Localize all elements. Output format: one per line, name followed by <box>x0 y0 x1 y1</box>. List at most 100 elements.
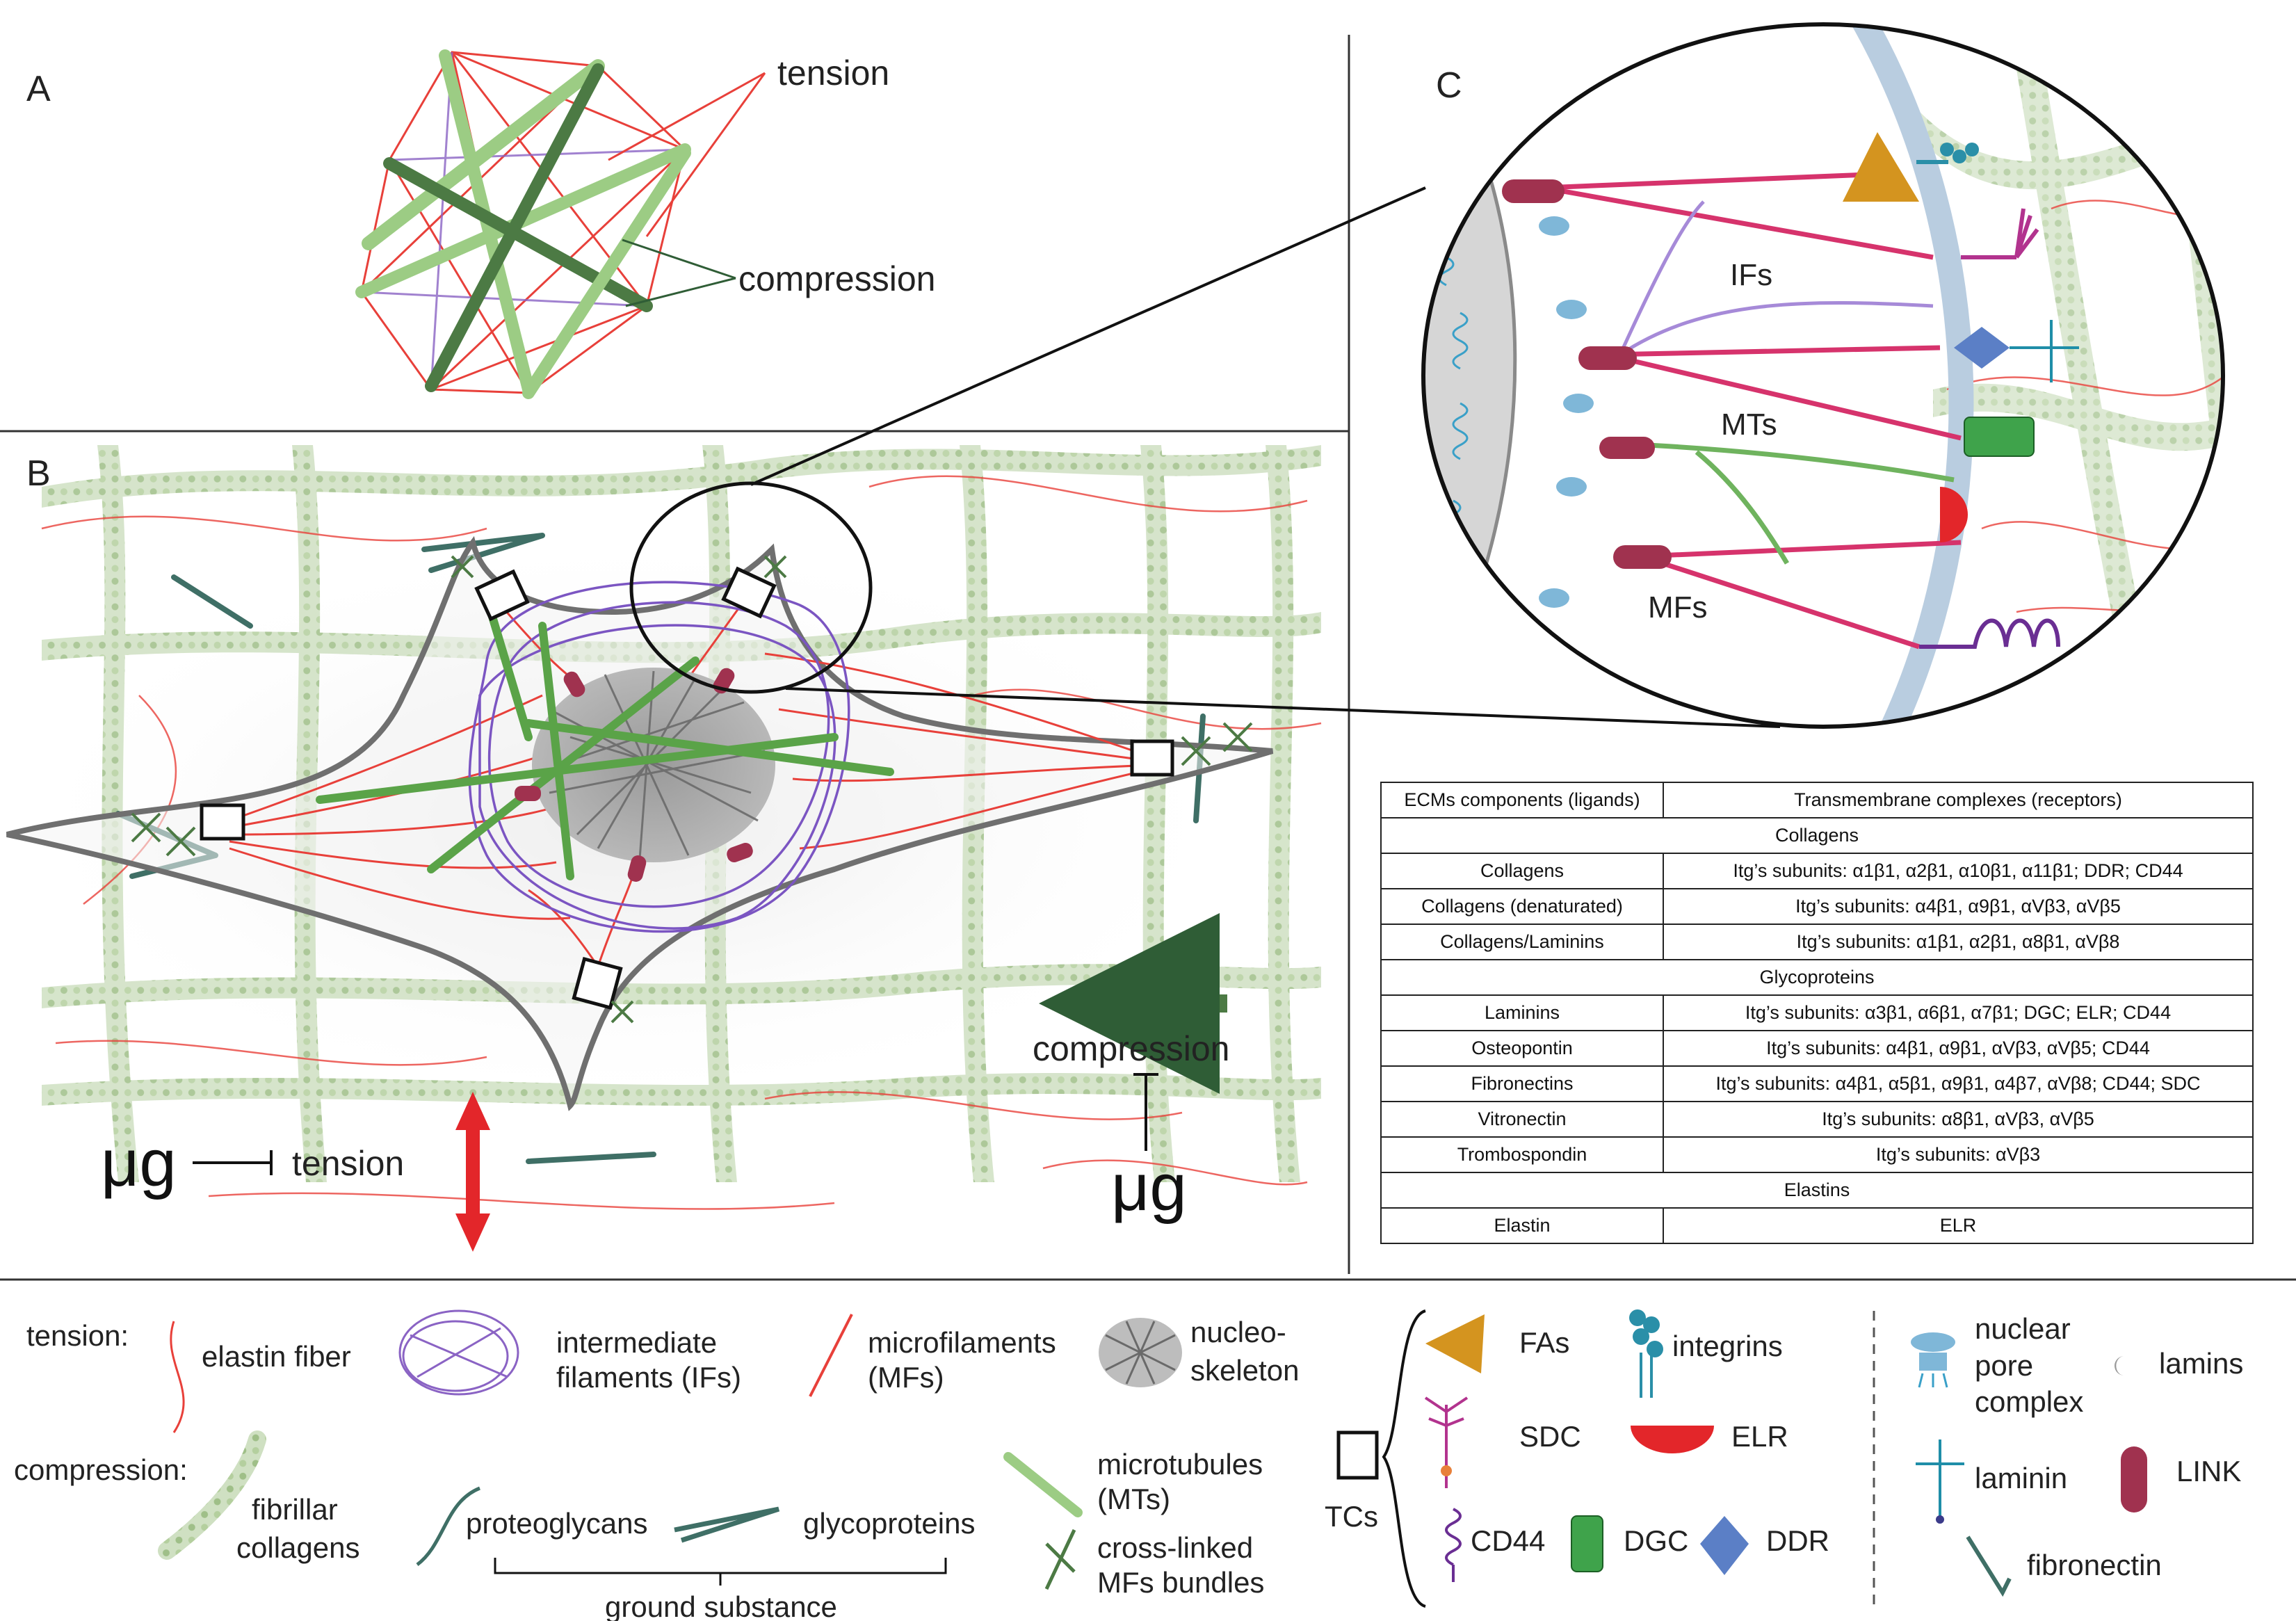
zoom-sdc <box>1961 208 2039 259</box>
legend-elr: ELR <box>1731 1420 1788 1453</box>
panel-c: C <box>1421 22 2225 729</box>
legend-npc-line2: pore <box>1975 1349 2033 1382</box>
table-section-row: Elastins <box>1380 1172 2254 1209</box>
table-receptor-cell: Itg’s subunits: α4β1, α9β1, αVβ3, αVβ5; … <box>1663 1030 2254 1067</box>
zoom-dgc <box>1964 417 2035 457</box>
panel-c-ifs-label: IFs <box>1730 258 1772 292</box>
legend-glycoproteins: glycoproteins <box>803 1507 975 1540</box>
table-receptor-cell: ELR <box>1663 1207 2254 1244</box>
legend-integrin-icon <box>1629 1309 1663 1398</box>
tension-arrow <box>455 1092 490 1252</box>
legend-proteoglycans: proteoglycans <box>466 1507 648 1540</box>
table-section-cell: Collagens <box>1380 817 2254 854</box>
legend-cd44-icon <box>1445 1508 1462 1582</box>
tension-pointer <box>608 72 766 237</box>
inhibit-symbol-left <box>193 1150 273 1175</box>
table-ligand-cell: Laminins <box>1380 994 1664 1031</box>
mu-g-left: μg <box>101 1126 177 1200</box>
zoom-integrin <box>1916 143 1979 164</box>
table-ligand-cell: Vitronectin <box>1380 1101 1664 1138</box>
legend-ddr: DDR <box>1766 1524 1829 1557</box>
table-header-row: ECMs components (ligands) Transmembrane … <box>1380 782 2254 818</box>
table-ligand-cell: Trombospondin <box>1380 1136 1664 1173</box>
legend-collagen-icon <box>158 1430 266 1560</box>
zoom-circle <box>1421 22 2225 729</box>
legend-tc-box <box>1336 1430 1379 1480</box>
zoom-cd44 <box>1919 618 2060 649</box>
legend-mt-line1: microtubules <box>1097 1448 1263 1481</box>
table-header-ligands: ECMs components (ligands) <box>1380 782 1664 818</box>
legend-link-icon <box>2121 1446 2147 1513</box>
legend-sdc-icon <box>1424 1396 1469 1488</box>
legend-sdc: SDC <box>1519 1420 1581 1453</box>
panel-a-tension-label: tension <box>777 54 889 92</box>
cross-linked-mf-bundles <box>131 555 1253 1024</box>
legend-tension-heading: tension: <box>26 1319 129 1352</box>
table-header-receptors: Transmembrane complexes (receptors) <box>1663 782 2254 818</box>
legend-fa-icon <box>1425 1314 1485 1373</box>
panel-c-mts-label: MTs <box>1721 408 1777 442</box>
table-receptor-cell: Itg’s subunits: α4β1, α5β1, α9β1, α4β7, … <box>1663 1065 2254 1102</box>
legend-fc-line2: collagens <box>236 1531 359 1564</box>
legend-nucleoskeleton-icon <box>1099 1318 1182 1387</box>
plasma-membrane <box>1852 24 1974 727</box>
table-section-row: Glycoproteins <box>1380 959 2254 996</box>
legend-elastin: elastin fiber <box>202 1340 351 1373</box>
panel-b: B <box>0 186 1781 1252</box>
legend-tcs: TCs <box>1325 1500 1378 1533</box>
link-complexes <box>515 668 753 882</box>
table-ligand-cell: Fibronectins <box>1380 1065 1664 1102</box>
table-ligand-cell: Elastin <box>1380 1207 1664 1244</box>
legend-compression-heading: compression: <box>14 1453 188 1486</box>
legend-elastin-icon <box>170 1321 185 1433</box>
legend-mf-icon <box>809 1314 853 1397</box>
legend-mt-icon <box>1003 1452 1083 1517</box>
zoom-link-complexes <box>1502 179 1672 569</box>
table-ligand-cell: Collagens (denaturated) <box>1380 888 1664 925</box>
legend-if-line2: filaments (IFs) <box>556 1361 741 1394</box>
table-ligand-cell: Osteopontin <box>1380 1030 1664 1067</box>
transmembrane-complex-markers <box>200 566 1174 1010</box>
zoom-laminin <box>2010 320 2079 382</box>
legend-if-line1: intermediate <box>556 1326 717 1359</box>
legend-ddr-icon <box>1700 1516 1749 1575</box>
table-section-cell: Glycoproteins <box>1380 959 2254 996</box>
legend-laminin: laminin <box>1975 1462 2067 1494</box>
legend-fibronectin: fibronectin <box>2027 1549 2162 1581</box>
legend-mf-line1: microfilaments <box>868 1326 1056 1359</box>
legend-cl-line2: MFs bundles <box>1097 1566 1264 1599</box>
legend-lamins-icon <box>2115 1356 2124 1376</box>
legend-lamins: lamins <box>2159 1347 2243 1380</box>
legend-cl-line1: cross-linked <box>1097 1531 1253 1564</box>
legend-proteoglycan-icon <box>416 1486 480 1566</box>
zoom-elr <box>1940 487 1968 542</box>
legend-glycoprotein-icon <box>674 1506 780 1543</box>
legend-elr-icon <box>1631 1426 1714 1453</box>
zoom-microfilaments <box>1543 171 1962 650</box>
legend-laminin-icon <box>1916 1439 1964 1524</box>
inhibit-symbol-right <box>1133 1073 1158 1151</box>
legend: tension: compression: elastin fiber inte… <box>14 1309 2243 1621</box>
legend-tc-brace <box>1382 1309 1426 1608</box>
microtubules <box>316 594 894 880</box>
table-receptor-cell: Itg’s subunits: αVβ3 <box>1663 1136 2254 1173</box>
ligand-receptor-table: ECMs components (ligands) Transmembrane … <box>1380 782 2254 1244</box>
legend-if-icon <box>398 1309 519 1396</box>
legend-ns-line2: skeleton <box>1190 1354 1299 1387</box>
table-ligand-cell: Collagens <box>1380 853 1664 889</box>
panel-a-letter: A <box>26 69 51 109</box>
legend-npc-line3: complex <box>1975 1385 2083 1418</box>
zoom-microtubules <box>1647 442 1955 565</box>
legend-npc-line1: nuclear <box>1975 1312 2071 1345</box>
panel-c-mfs-label: MFs <box>1648 590 1708 624</box>
table-receptor-cell: Itg’s subunits: α8β1, αVβ3, αVβ5 <box>1663 1101 2254 1138</box>
zoom-ddr <box>1954 327 2010 369</box>
compression-pointer <box>622 239 736 307</box>
